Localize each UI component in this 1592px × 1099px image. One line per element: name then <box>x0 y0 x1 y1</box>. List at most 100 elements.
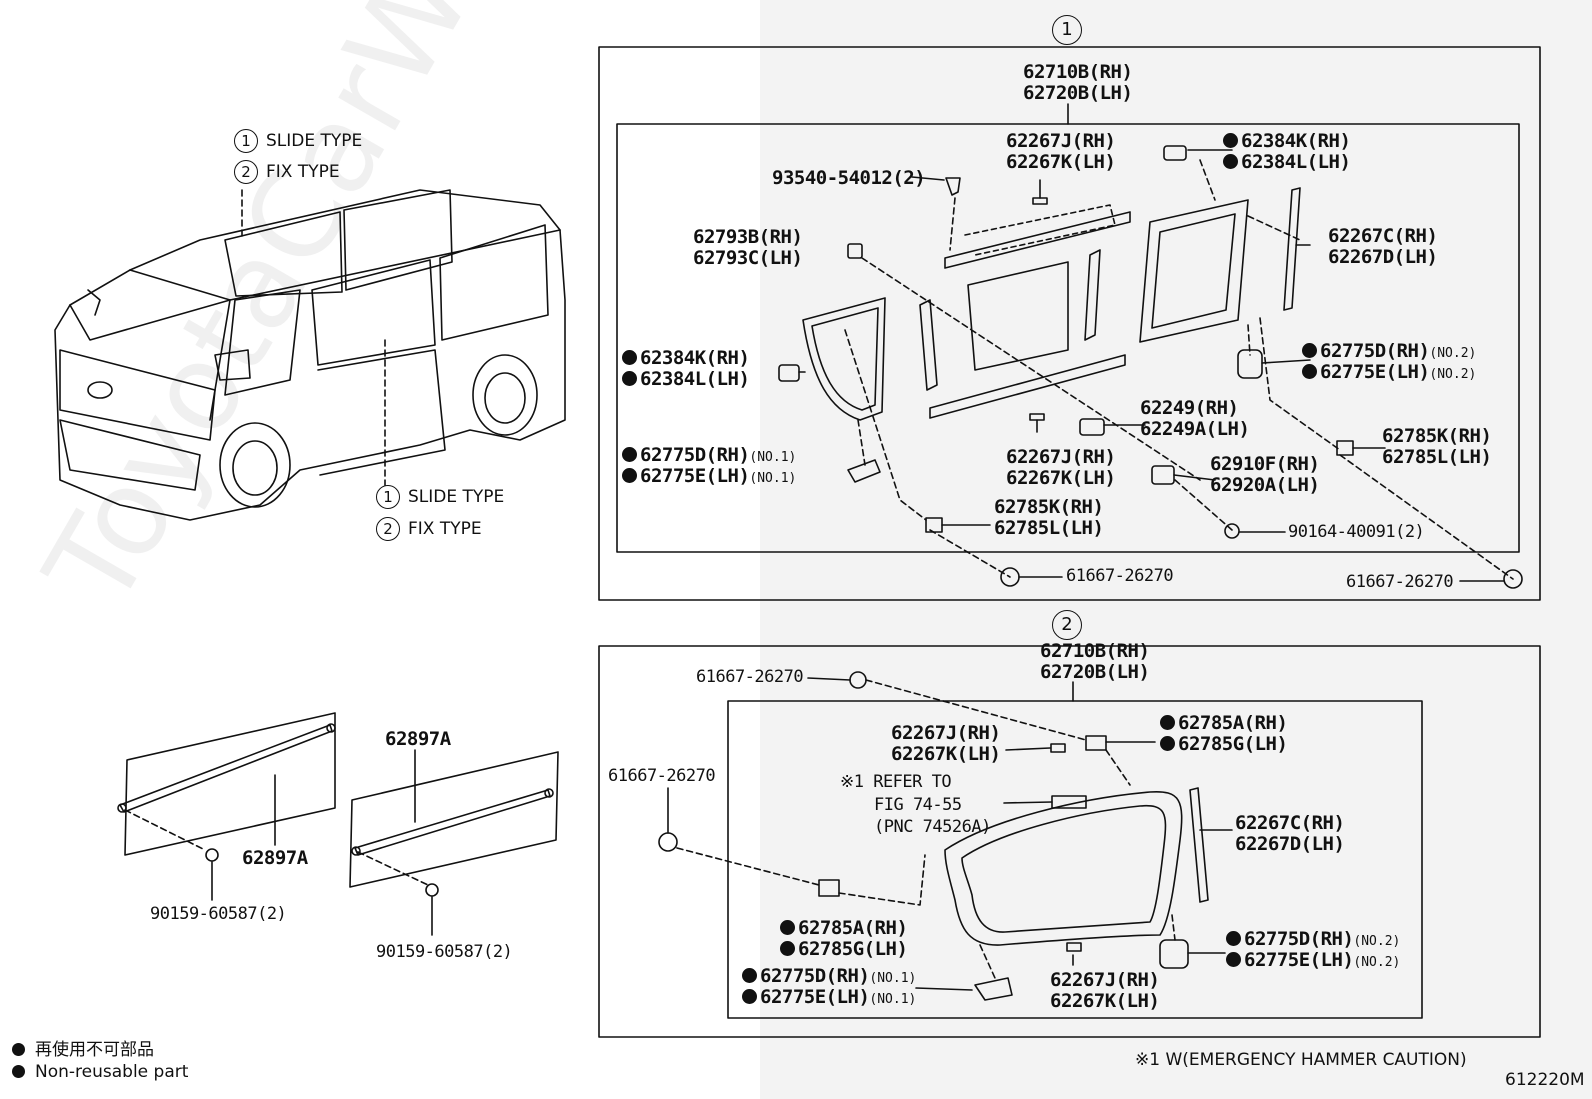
part-number: 62775E(LH) <box>760 986 870 1008</box>
part-label-nonreusable: 62775D(RH)(NO.1) <box>742 966 916 989</box>
part-label: 61667-26270 <box>1346 572 1454 592</box>
part-label: 62267K(LH) <box>1050 990 1160 1012</box>
legend-top-fix: 2 FIX TYPE <box>234 160 340 184</box>
nonreusable-dot <box>1302 364 1317 379</box>
rod-right-glass <box>349 751 559 888</box>
legend-text: 再使用不可部品 <box>35 1040 154 1060</box>
circled-number: 1 <box>376 485 400 509</box>
part-label: 62267J(RH) <box>891 722 1001 744</box>
part-label: 90164-40091(2) <box>1288 522 1425 542</box>
part-note: (NO.2) <box>1429 367 1477 382</box>
nonreusable-dot <box>622 468 637 483</box>
rod-right-bar <box>354 789 551 856</box>
rod-left-glass <box>124 712 336 856</box>
part-label: 62710B(RH) <box>1040 640 1150 662</box>
part-label: 90159-60587(2) <box>376 942 513 962</box>
part-note: (NO.2) <box>1353 955 1401 970</box>
legend-body-slide: 1 SLIDE TYPE <box>376 485 504 509</box>
part-number: 62384K(RH) <box>640 347 750 369</box>
part-number: 62775E(LH) <box>1320 361 1430 383</box>
nonreusable-dot <box>1302 343 1317 358</box>
nonreusable-dot <box>742 989 757 1004</box>
part-label-nonreusable: 62785G(LH) <box>1160 734 1288 754</box>
part-number: 62785A(RH) <box>798 917 908 939</box>
part-label: 62267K(LH) <box>1006 467 1116 489</box>
legend-text: FIX TYPE <box>408 519 482 539</box>
circled-number: 2 <box>234 160 258 184</box>
part-number: 62775D(RH) <box>1320 340 1430 362</box>
s1-bottom-channel <box>929 354 1126 419</box>
part-number: 62384L(LH) <box>1241 151 1351 173</box>
background-shade <box>760 0 1592 1099</box>
nonreusable-dot <box>12 1043 25 1056</box>
part-label: 62785K(RH) <box>1382 425 1492 447</box>
van-illustration <box>54 189 566 521</box>
legend-nonreusable-en: Non-reusable part <box>12 1062 188 1082</box>
part-label: 62267C(RH) <box>1328 225 1438 247</box>
part-label: 62267J(RH) <box>1006 130 1116 152</box>
section2-solid-leaders <box>667 677 1233 991</box>
footnote: ※1 W(EMERGENCY HAMMER CAUTION) <box>1135 1050 1467 1070</box>
part-label: 62785L(LH) <box>994 517 1104 539</box>
s1-left-glass <box>802 297 886 421</box>
nonreusable-dot <box>622 371 637 386</box>
part-label: 90159-60587(2) <box>150 904 287 924</box>
part-label: 62267J(RH) <box>1050 969 1160 991</box>
section1-solid-leaders <box>798 149 1505 582</box>
nonreusable-dot <box>1223 154 1238 169</box>
nonreusable-dot <box>1223 133 1238 148</box>
part-label: 62267C(RH) <box>1235 812 1345 834</box>
circled-number: 1 <box>234 129 258 153</box>
part-label-nonreusable: 62384L(LH) <box>622 368 750 390</box>
part-label-nonreusable: 62785A(RH) <box>1160 713 1288 733</box>
refer-note: FIG 74-55 <box>874 795 962 815</box>
part-label: 62249A(LH) <box>1140 418 1250 440</box>
section2-marker: 2 <box>1052 610 1082 640</box>
part-label: 62910F(RH) <box>1210 453 1320 475</box>
part-label-nonreusable: 62775E(LH)(NO.2) <box>1226 950 1400 973</box>
part-label: 62267K(LH) <box>891 743 1001 765</box>
part-label: 62710B(RH) <box>1023 61 1133 83</box>
part-label-nonreusable: 62785G(LH) <box>780 939 908 959</box>
part-note: (NO.1) <box>749 471 797 486</box>
section1-frame <box>598 46 1541 601</box>
nonreusable-dot <box>1160 736 1175 751</box>
part-label: 62267J(RH) <box>1006 446 1116 468</box>
part-number: 62384K(RH) <box>1241 130 1351 152</box>
part-label-nonreusable: 62775D(RH)(NO.2) <box>1302 341 1476 364</box>
part-label: 62785K(RH) <box>994 496 1104 518</box>
part-note: (NO.1) <box>869 971 917 986</box>
part-label-nonreusable: 62384L(LH) <box>1223 151 1351 173</box>
rod-left-bar <box>119 724 333 813</box>
part-number: 62775D(RH) <box>760 965 870 987</box>
part-label: 61667-26270 <box>696 667 804 687</box>
part-label: 62267D(LH) <box>1328 246 1438 268</box>
part-label: 93540-54012(2) <box>772 167 926 189</box>
s1-top-channel <box>944 211 1131 269</box>
part-label-nonreusable: 62785A(RH) <box>780 917 908 939</box>
part-number: 62384L(LH) <box>640 368 750 390</box>
legend-text: SLIDE TYPE <box>408 487 505 507</box>
part-number: 62775D(RH) <box>1244 928 1354 950</box>
s1-center-glass <box>967 261 1069 371</box>
part-note: (NO.2) <box>1429 346 1477 361</box>
part-label: 62720B(LH) <box>1040 661 1150 683</box>
s2-glass-outer <box>944 790 1183 946</box>
part-label: 62720B(LH) <box>1023 82 1133 104</box>
circled-number: 2 <box>376 517 400 541</box>
nonreusable-dot <box>780 941 795 956</box>
legend-text: FIX TYPE <box>266 162 340 182</box>
part-label-nonreusable: 62775E(LH)(NO.2) <box>1302 362 1476 385</box>
section1-leaders <box>844 159 1514 580</box>
nonreusable-dot <box>742 968 757 983</box>
figure-id: 612220M <box>1505 1070 1585 1090</box>
part-label-nonreusable: 62384K(RH) <box>622 347 750 369</box>
section2-frame <box>598 645 1541 1038</box>
nonreusable-dot <box>780 920 795 935</box>
part-label: 62267D(LH) <box>1235 833 1345 855</box>
part-label: 62267K(LH) <box>1006 151 1116 173</box>
part-label: 62785L(LH) <box>1382 446 1492 468</box>
part-label: 62249(RH) <box>1140 397 1239 419</box>
part-label: 62793B(RH) <box>693 226 803 248</box>
